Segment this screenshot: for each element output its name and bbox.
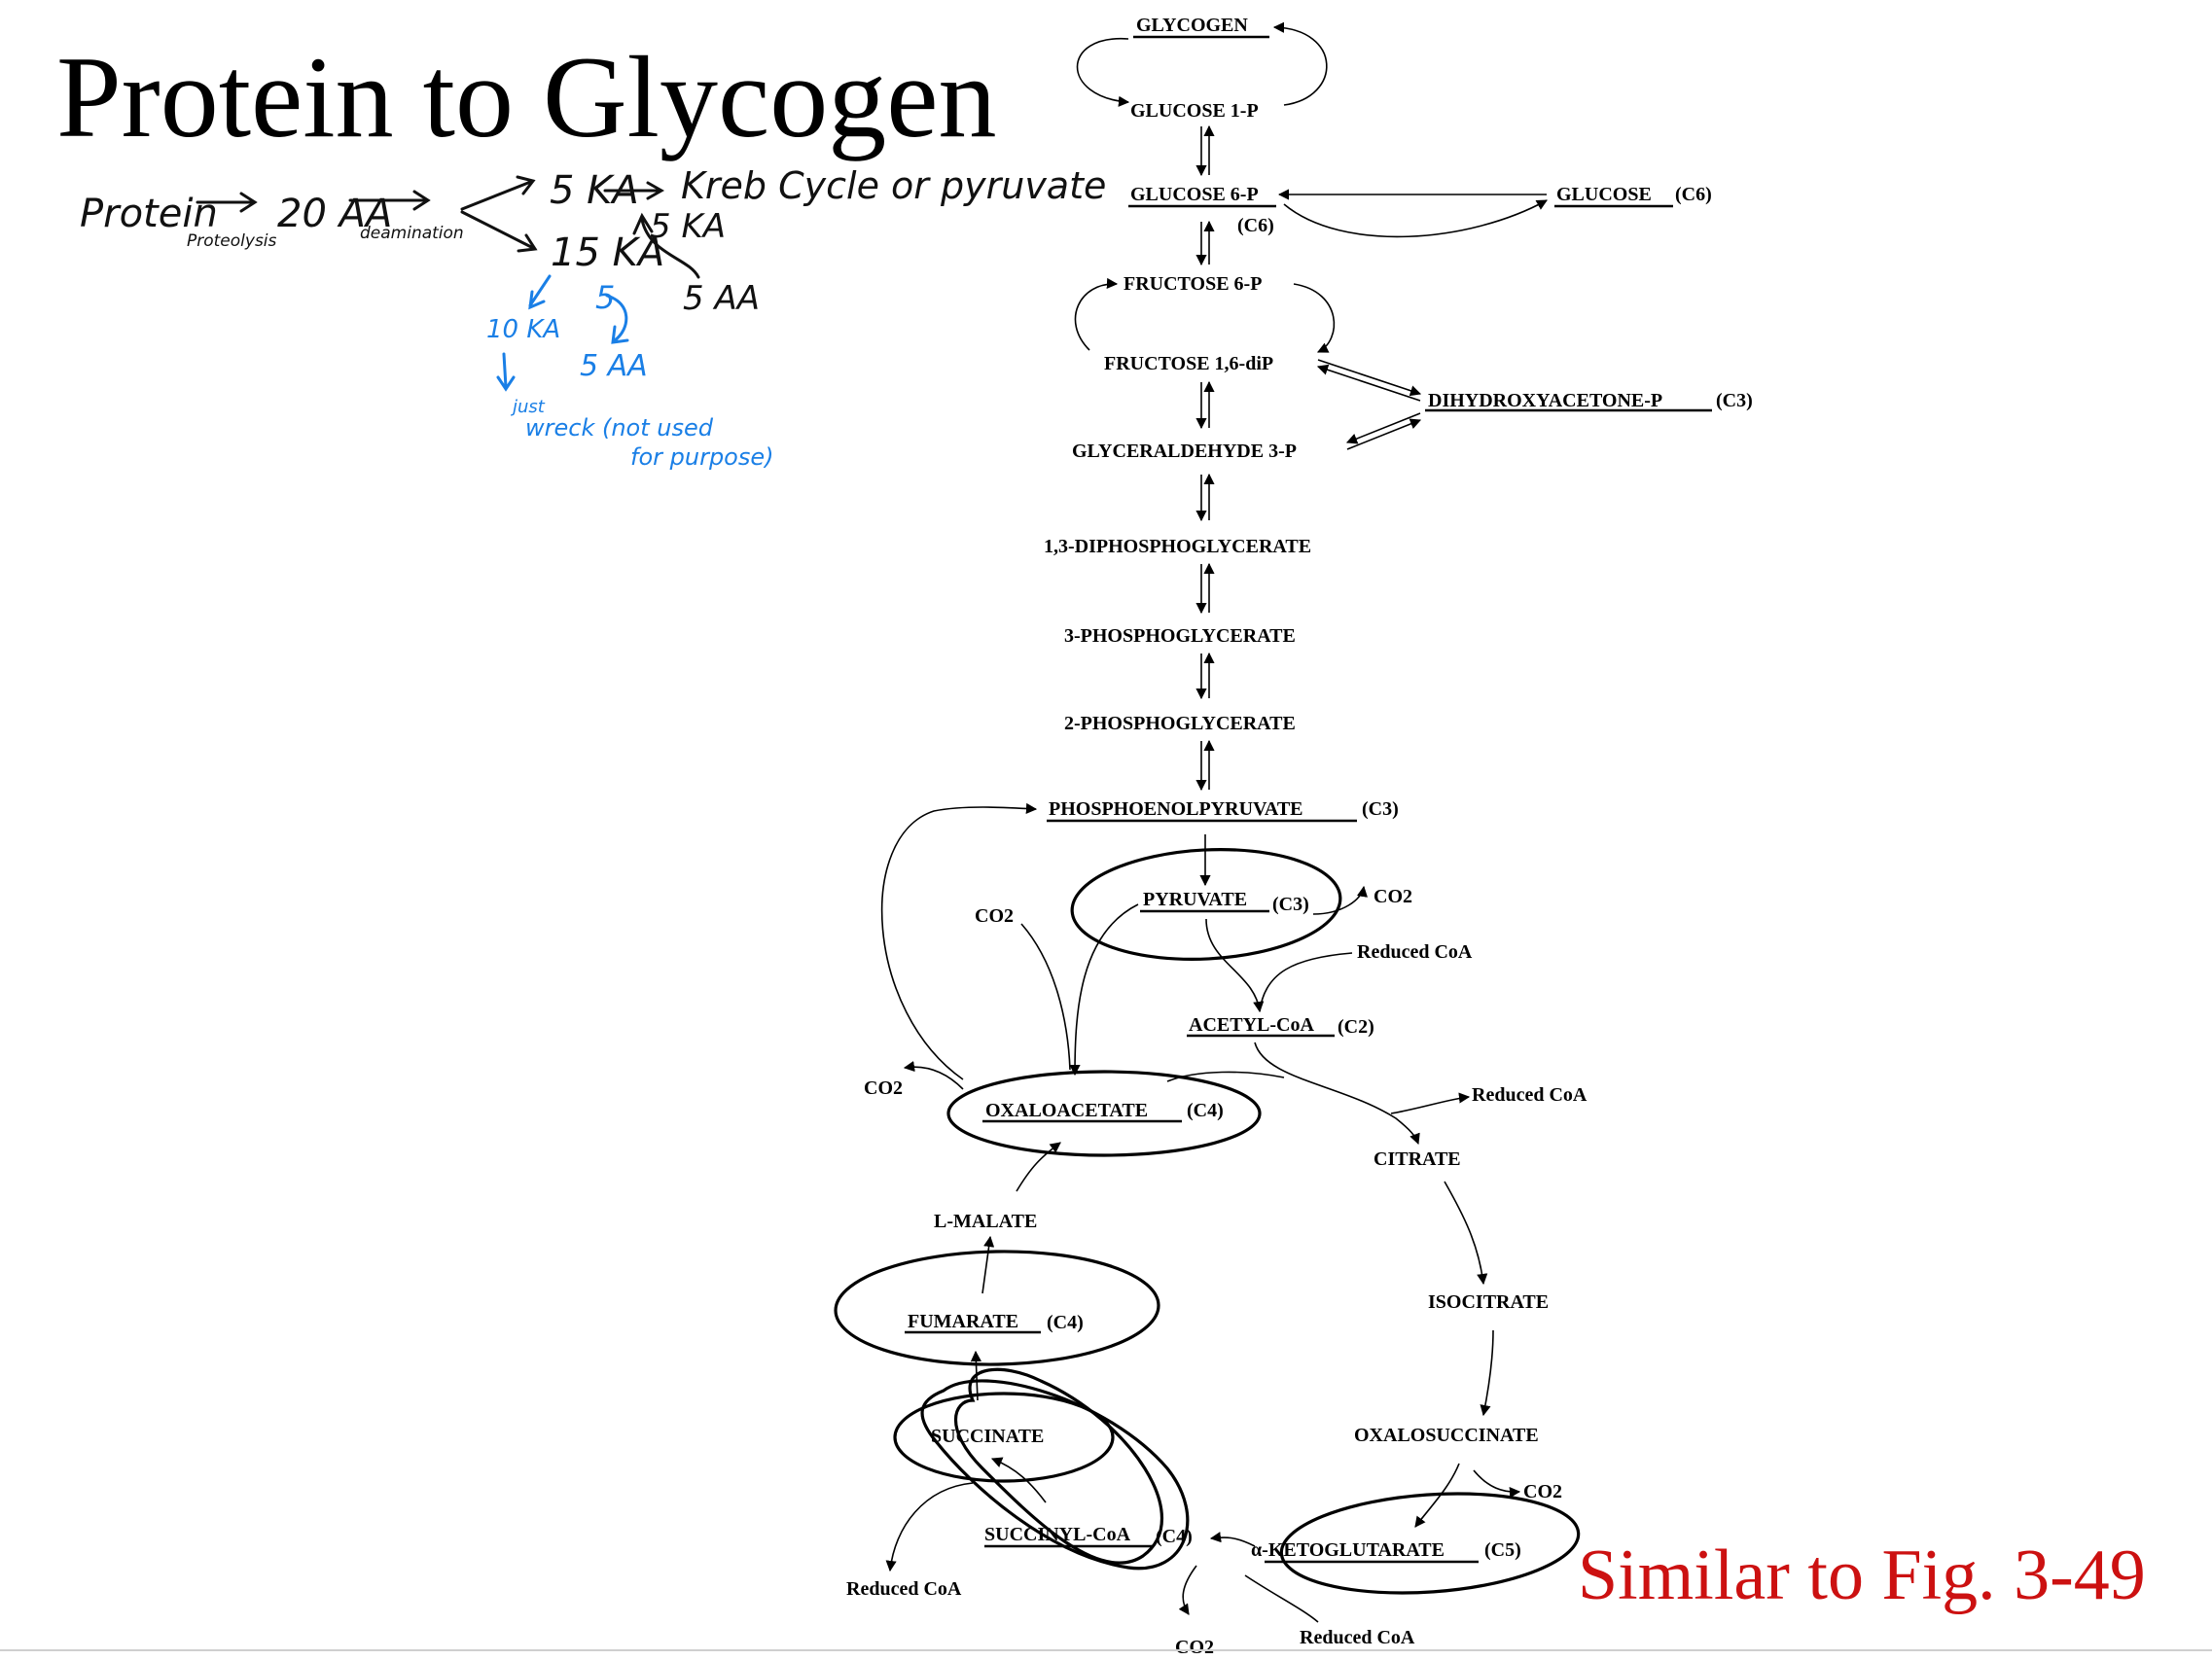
label-acetyl-coa-carbon: (C2) — [1338, 1016, 1374, 1038]
slide-title: Protein to Glycogen — [56, 32, 997, 161]
label-glucose-6p: GLUCOSE 6-P — [1130, 184, 1259, 205]
label-glucose-6p-carbon: (C6) — [1237, 215, 1274, 236]
label-reduced-coa-pyruvate: Reduced CoA — [1357, 941, 1473, 963]
note-blue-wreck: wreck (not used — [525, 414, 713, 441]
label-reduced-coa-bottom: Reduced CoA — [1300, 1627, 1415, 1648]
label-dihydroxyacetone-p: DIHYDROXYACETONE-P — [1428, 390, 1662, 411]
label-reduced-coa-citrate: Reduced CoA — [1472, 1084, 1588, 1106]
figure-reference: Similar to Fig. 3-49 — [1578, 1536, 2146, 1615]
label-co2-pyruvate: CO2 — [1374, 886, 1412, 907]
note-blue-5aa: 5 AA — [580, 349, 648, 383]
note-deamination: deamination — [360, 224, 464, 243]
note-blue-just: just — [513, 397, 545, 417]
label-ketoglutarate-carbon: (C5) — [1484, 1539, 1521, 1561]
label-acetyl-coa: ACETYL-CoA — [1189, 1014, 1314, 1036]
label-co2-left: CO2 — [975, 905, 1014, 927]
note-15ka: 15 KA — [551, 230, 665, 275]
label-glycogen: GLYCOGEN — [1136, 15, 1248, 36]
label-isocitrate: ISOCITRATE — [1428, 1291, 1549, 1313]
label-pyruvate-carbon: (C3) — [1272, 894, 1309, 915]
label-reduced-coa-succinyl: Reduced CoA — [846, 1578, 962, 1600]
label-glyceraldehyde-3p: GLYCERALDEHYDE 3-P — [1072, 441, 1297, 462]
label-glucose-1p: GLUCOSE 1-P — [1130, 100, 1259, 122]
note-proteolysis: Proteolysis — [187, 231, 277, 251]
bottom-divider — [0, 1649, 2212, 1651]
label-fumarate: FUMARATE — [908, 1311, 1018, 1332]
note-5aa: 5 AA — [683, 279, 760, 318]
label-co2-oxaloacetate: CO2 — [864, 1077, 903, 1099]
label-co2-oxalosuccinate: CO2 — [1523, 1481, 1562, 1502]
label-3-phosphoglycerate: 3-PHOSPHOGLYCERATE — [1064, 625, 1296, 647]
label-citrate: CITRATE — [1374, 1148, 1461, 1170]
label-oxaloacetate-carbon: (C4) — [1187, 1100, 1224, 1121]
label-phosphoenolpyruvate: PHOSPHOENOLPYRUVATE — [1049, 798, 1303, 820]
label-l-malate: L-MALATE — [934, 1211, 1037, 1232]
note-blue-10ka: 10 KA — [486, 315, 561, 344]
label-fructose-16dip: FRUCTOSE 1,6-diP — [1104, 353, 1273, 374]
label-succinate: SUCCINATE — [931, 1426, 1044, 1447]
label-fructose-6p: FRUCTOSE 6-P — [1124, 273, 1262, 295]
note-blue-5: 5 — [595, 279, 616, 316]
label-pyruvate: PYRUVATE — [1143, 889, 1247, 910]
label-phosphoenolpyruvate-carbon: (C3) — [1362, 798, 1399, 820]
label-ketoglutarate: α-KETOGLUTARATE — [1251, 1539, 1445, 1561]
note-blue-purpose: for purpose) — [630, 443, 774, 471]
label-co2-bottom: CO2 — [1175, 1637, 1214, 1658]
label-oxalosuccinate: OXALOSUCCINATE — [1354, 1425, 1539, 1446]
note-5ka-back: 5 KA — [650, 207, 726, 246]
label-succinyl-coa: SUCCINYL-CoA — [984, 1524, 1131, 1545]
label-fumarate-carbon: (C4) — [1047, 1312, 1084, 1333]
note-protein: Protein — [80, 192, 218, 236]
label-2-phosphoglycerate: 2-PHOSPHOGLYCERATE — [1064, 713, 1296, 734]
label-glucose: GLUCOSE — [1556, 184, 1652, 205]
label-glucose-carbon: (C6) — [1675, 184, 1712, 205]
note-krebs-or-pyruvate: Kreb Cycle or pyruvate — [681, 164, 1107, 207]
label-succinyl-coa-carbon: (C4) — [1156, 1526, 1193, 1547]
label-13-diphosphoglycerate: 1,3-DIPHOSPHOGLYCERATE — [1044, 536, 1311, 557]
label-oxaloacetate: OXALOACETATE — [985, 1100, 1148, 1121]
label-dihydroxyacetone-carbon: (C3) — [1716, 390, 1753, 411]
